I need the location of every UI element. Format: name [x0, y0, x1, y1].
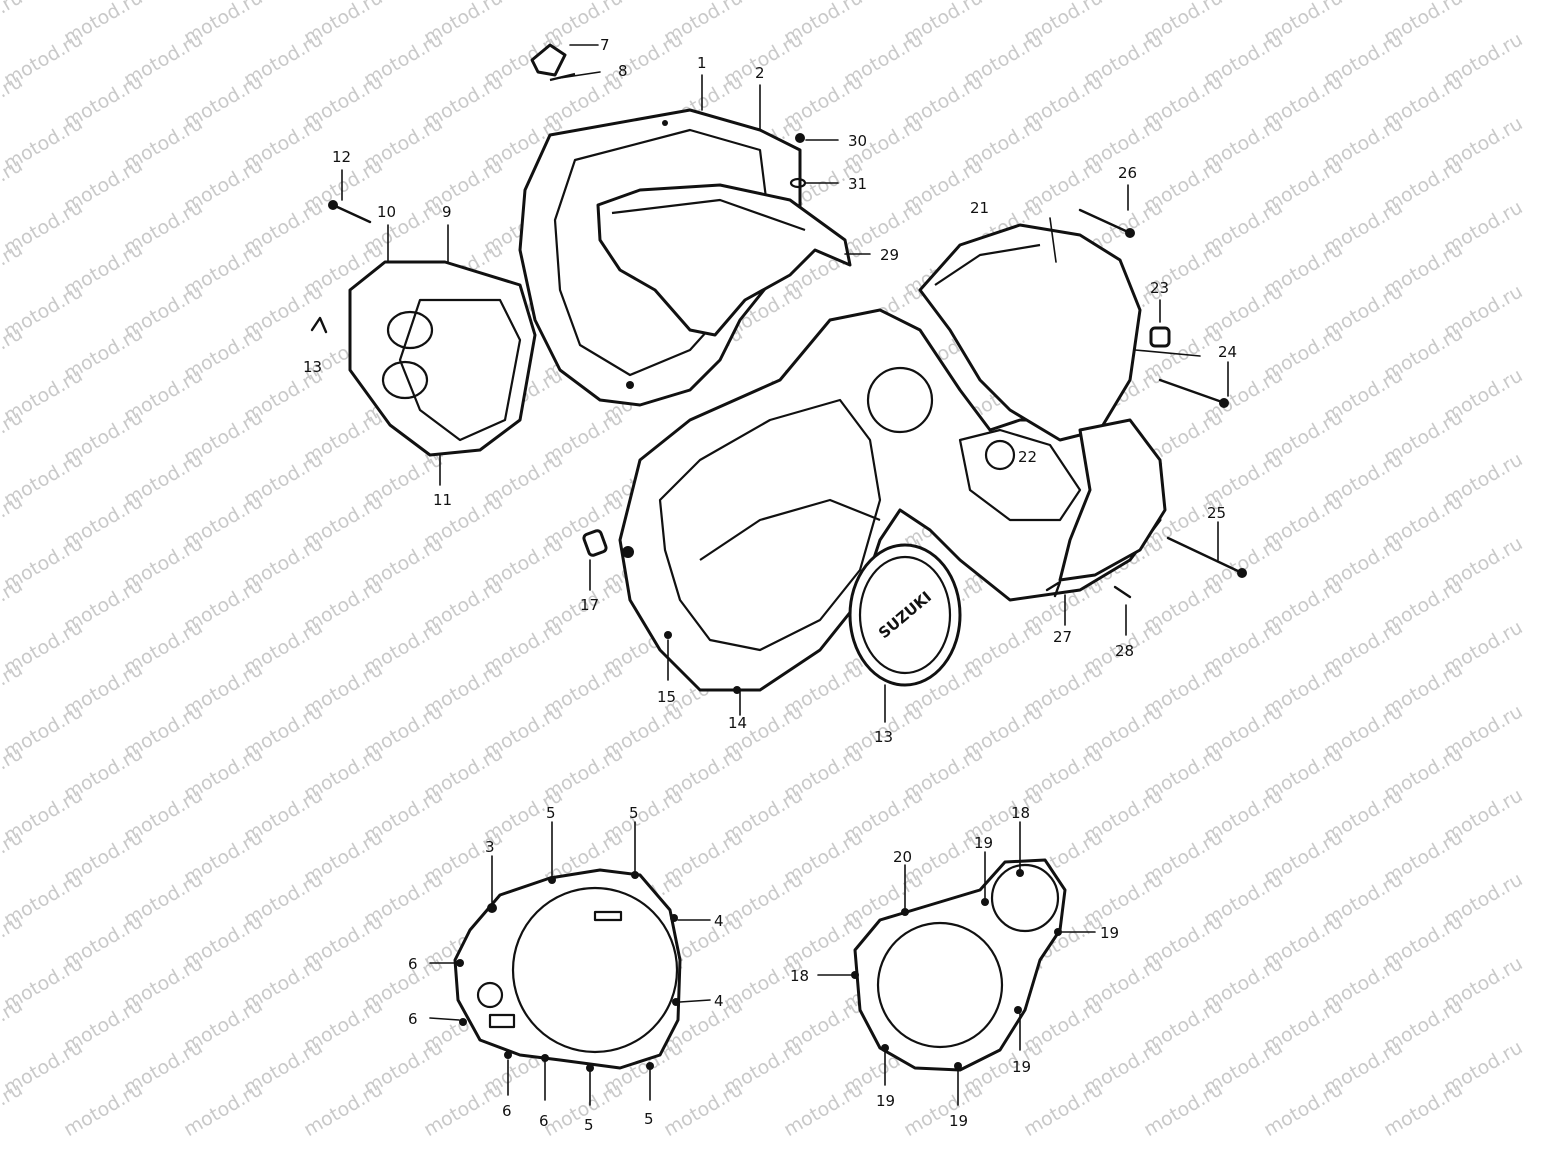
- callout-13-emblem: 13: [874, 728, 893, 746]
- callout-30: 30: [848, 132, 867, 150]
- callout-1: 1: [697, 54, 707, 72]
- callout-23: 23: [1150, 279, 1169, 297]
- generator-cover-bolt-layout: [851, 858, 1067, 1072]
- clip-13-part: [310, 316, 328, 334]
- callout-5-top-right: 5: [629, 804, 639, 822]
- callout-15: 15: [657, 688, 676, 706]
- callout-18-left: 18: [790, 967, 809, 985]
- callout-22: 22: [1018, 448, 1037, 466]
- callout-19-bottom: 19: [949, 1112, 968, 1130]
- suzuki-emblem-part: SUZUKI: [848, 543, 962, 687]
- bolt-12-part: [328, 200, 372, 224]
- callout-19-lower-right: 19: [1012, 1058, 1031, 1076]
- sprocket-cover-part: [1058, 418, 1167, 582]
- callout-10: 10: [377, 203, 396, 221]
- callout-13-upper: 13: [303, 358, 322, 376]
- bolt-24-part: [1158, 378, 1229, 408]
- clip-27-part: [1045, 580, 1062, 598]
- callout-9: 9: [442, 203, 452, 221]
- callout-25: 25: [1207, 504, 1226, 522]
- callout-27: 27: [1053, 628, 1072, 646]
- callout-5-top-left: 5: [546, 804, 556, 822]
- leader-lines: [341, 44, 1229, 1106]
- callout-3: 3: [485, 838, 495, 856]
- callout-8: 8: [618, 62, 628, 80]
- callout-labels: 7 8 1 2 30 31 12 10 9 29 13 11 26 21 23 …: [303, 36, 1237, 1134]
- callout-18-top: 18: [1011, 804, 1030, 822]
- callout-4-lower: 4: [714, 992, 724, 1010]
- callout-6-upper: 6: [408, 955, 418, 973]
- bolt-25-part: [1166, 536, 1247, 578]
- callout-6-bottom: 6: [539, 1112, 549, 1130]
- callout-17: 17: [580, 596, 599, 614]
- callout-21: 21: [970, 199, 989, 217]
- callout-19-top: 19: [974, 834, 993, 852]
- callout-6-bottom-left: 6: [502, 1102, 512, 1120]
- screw-30-part: [795, 133, 805, 143]
- callout-12: 12: [332, 148, 351, 166]
- starter-cover-part: [918, 223, 1142, 522]
- clutch-release-cover-part: [348, 260, 537, 457]
- callout-5-bottom: 5: [584, 1116, 594, 1134]
- callout-26: 26: [1118, 164, 1137, 182]
- callout-4-upper: 4: [714, 912, 724, 930]
- washer-31-part: [789, 177, 807, 189]
- dowel-17-part: [582, 529, 608, 557]
- callout-19-bottom-left: 19: [876, 1092, 895, 1110]
- callout-19-right: 19: [1100, 924, 1119, 942]
- callout-31: 31: [848, 175, 867, 193]
- oil-filler-cap-part: [530, 43, 576, 82]
- dowel-23-part: [1149, 326, 1171, 348]
- generator-cover-part: [618, 308, 1162, 694]
- callout-14: 14: [728, 714, 747, 732]
- callout-29: 29: [880, 246, 899, 264]
- bolt-26-part: [1078, 208, 1135, 238]
- clutch-cover-bolt-layout: [453, 868, 682, 1072]
- callout-20: 20: [893, 848, 912, 866]
- callout-28: 28: [1115, 642, 1134, 660]
- callout-24: 24: [1218, 343, 1237, 361]
- callout-5-bottom-right: 5: [644, 1110, 654, 1128]
- callout-6-lower: 6: [408, 1010, 418, 1028]
- callout-7: 7: [600, 36, 610, 54]
- clutch-cover-inner-plate: [596, 183, 852, 337]
- bolt-28-part: [1113, 585, 1132, 599]
- callout-2: 2: [755, 64, 765, 82]
- callout-11: 11: [433, 491, 452, 509]
